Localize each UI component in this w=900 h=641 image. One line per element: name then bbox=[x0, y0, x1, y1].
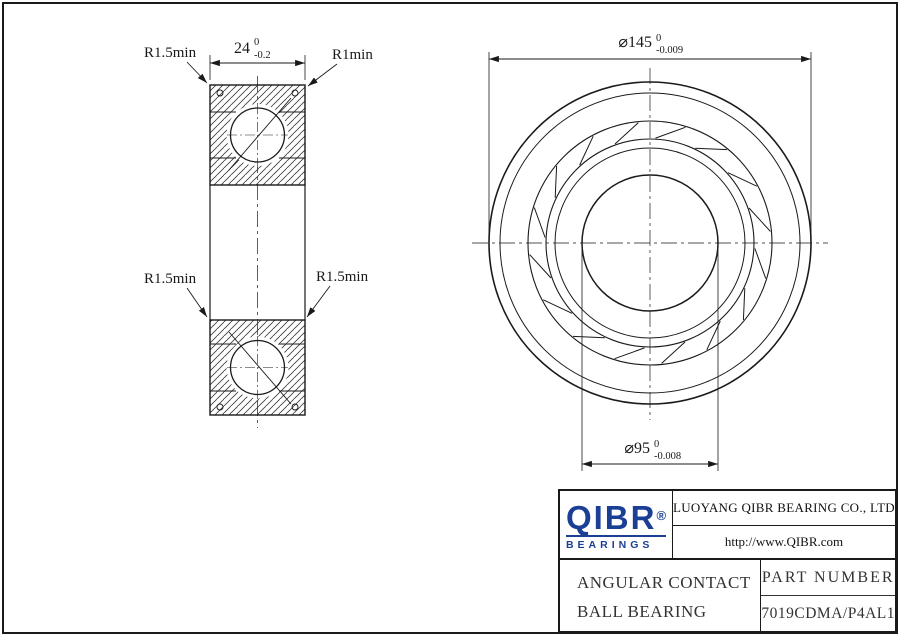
radius-label-top-left: R1.5min bbox=[144, 45, 197, 61]
logo-text: QIBR bbox=[565, 498, 657, 536]
bore-circle bbox=[581, 174, 719, 312]
cage-tick-marks bbox=[529, 122, 771, 364]
section-view bbox=[209, 76, 306, 428]
part-number-label: PART NUMBER bbox=[761, 560, 895, 596]
bore-diameter-dimension bbox=[581, 250, 719, 471]
company-logo: QIBR® BEARINGS bbox=[560, 491, 673, 558]
outer-diameter-tol-upper: 0 bbox=[656, 33, 661, 44]
contact-angle-line-bottom bbox=[228, 331, 292, 405]
bore-diameter-tol-lower: -0.008 bbox=[654, 451, 681, 462]
width-dimension-value: 24 bbox=[234, 40, 250, 57]
title-block: QIBR® BEARINGS LUOYANG QIBR BEARING CO.,… bbox=[558, 489, 897, 633]
width-tol-lower: -0.2 bbox=[254, 50, 271, 61]
outer-raceway-circle bbox=[527, 120, 773, 366]
outer-diameter-circle bbox=[488, 81, 812, 405]
outer-diameter-tol-lower: -0.009 bbox=[656, 45, 683, 56]
outer-diameter-dimension bbox=[488, 52, 812, 236]
radius-label-top-right: R1min bbox=[332, 47, 373, 63]
bore-diameter-tol-upper: 0 bbox=[654, 439, 659, 450]
part-number-value: 7019CDMA/P4AL1 bbox=[761, 604, 895, 622]
part-number-cell: PART NUMBER 7019CDMA/P4AL1 bbox=[761, 560, 895, 631]
inner-shoulder-circle bbox=[554, 147, 746, 339]
title-block-detail-row: ANGULAR CONTACT BALL BEARING PART NUMBER… bbox=[560, 560, 895, 631]
logo-wordmark: QIBR® bbox=[566, 499, 666, 534]
front-view bbox=[472, 68, 828, 420]
product-description: ANGULAR CONTACT BALL BEARING bbox=[560, 560, 762, 631]
width-dimension bbox=[209, 55, 306, 80]
product-line1: ANGULAR CONTACT bbox=[577, 573, 751, 592]
top-ring-section bbox=[209, 84, 306, 186]
outer-diameter-value: ⌀145 bbox=[618, 34, 652, 51]
bore-diameter-value: ⌀95 bbox=[624, 440, 650, 457]
title-block-header-row: QIBR® BEARINGS LUOYANG QIBR BEARING CO.,… bbox=[560, 491, 895, 560]
contact-angle-line-top bbox=[228, 97, 292, 171]
outer-chamfer-circle bbox=[499, 92, 801, 394]
width-tol-upper: 0 bbox=[254, 37, 259, 48]
company-website: http://www.QIBR.com bbox=[724, 534, 844, 549]
inner-raceway-circle bbox=[545, 138, 755, 348]
logo-lockup: QIBR® BEARINGS bbox=[565, 499, 667, 551]
radius-label-bottom-right: R1.5min bbox=[316, 269, 369, 285]
radius-label-bottom-left: R1.5min bbox=[144, 271, 197, 287]
bottom-ring-section bbox=[209, 319, 306, 416]
company-info-cell: LUOYANG QIBR BEARING CO., LTD http://www… bbox=[673, 491, 895, 558]
product-line2: BALL BEARING bbox=[577, 602, 707, 621]
company-name: LUOYANG QIBR BEARING CO., LTD bbox=[673, 491, 895, 526]
logo-subtitle: BEARINGS bbox=[565, 534, 667, 551]
registered-trademark-icon: ® bbox=[656, 507, 667, 523]
radius-leaders bbox=[186, 61, 338, 318]
